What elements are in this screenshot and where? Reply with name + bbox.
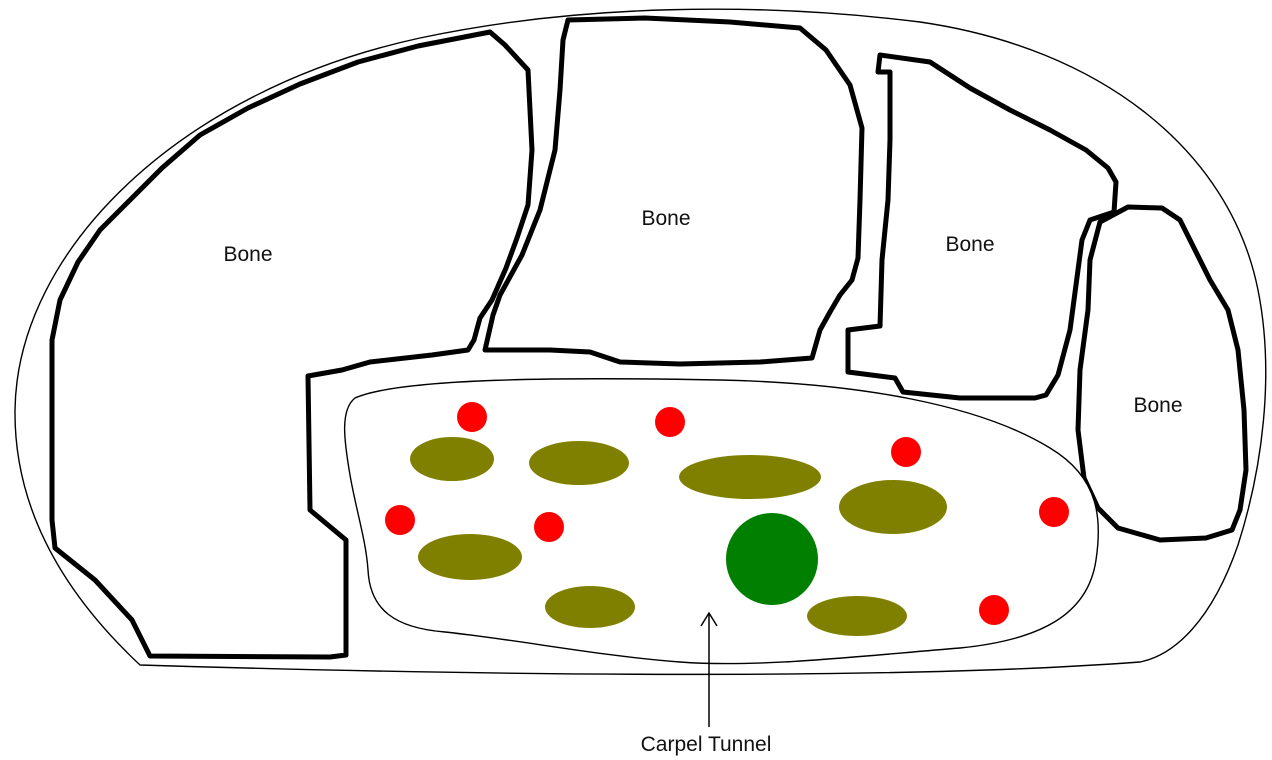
tendon-5 [418, 534, 522, 580]
tendon-7 [807, 596, 907, 636]
vessel-5 [534, 512, 564, 542]
tendon-6 [545, 586, 635, 628]
vessel-4 [385, 505, 415, 535]
bone-label-2: Bone [641, 207, 690, 230]
tendon-4 [839, 480, 947, 534]
vessel-2 [655, 407, 685, 437]
vessel-7 [979, 595, 1009, 625]
tendon-1 [410, 437, 494, 481]
tendon-3 [679, 455, 821, 499]
bone-label-3: Bone [945, 233, 994, 256]
bone-label-4: Bone [1133, 394, 1182, 417]
median-nerve [726, 513, 818, 605]
bone-label-1: Bone [223, 243, 272, 266]
tunnel-caption: Carpel Tunnel [641, 733, 772, 756]
tendon-2 [529, 441, 629, 485]
vessel-6 [1039, 497, 1069, 527]
vessel-1 [457, 402, 487, 432]
vessel-3 [891, 437, 921, 467]
